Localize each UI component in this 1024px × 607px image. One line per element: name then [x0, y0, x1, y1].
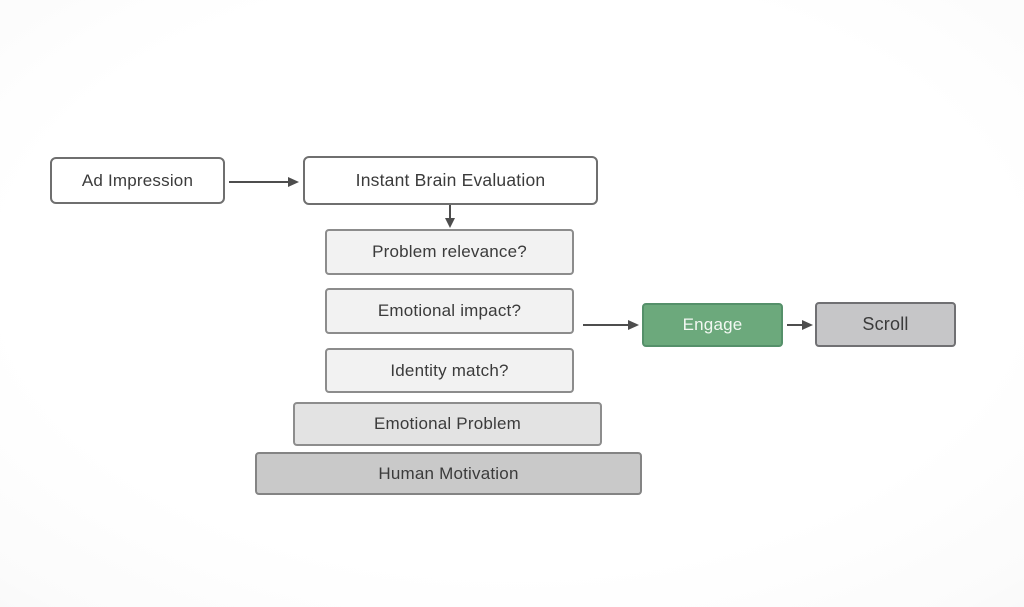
arrow-evaluation-to-problem-icon — [442, 205, 458, 229]
node-emotional-impact: Emotional impact? — [325, 288, 574, 334]
node-ad-impression: Ad Impression — [50, 157, 225, 204]
arrow-engage-to-scroll-icon — [786, 317, 814, 333]
node-identity-match: Identity match? — [325, 348, 574, 393]
node-human-motivation: Human Motivation — [255, 452, 642, 495]
node-engage: Engage — [642, 303, 783, 347]
node-instant-brain-evaluation: Instant Brain Evaluation — [303, 156, 598, 205]
node-emotional-problem: Emotional Problem — [293, 402, 602, 446]
arrow-impact-to-engage-icon — [582, 317, 640, 333]
node-problem-relevance: Problem relevance? — [325, 229, 574, 275]
arrow-ad-to-evaluation-icon — [228, 174, 300, 190]
node-scroll: Scroll — [815, 302, 956, 347]
